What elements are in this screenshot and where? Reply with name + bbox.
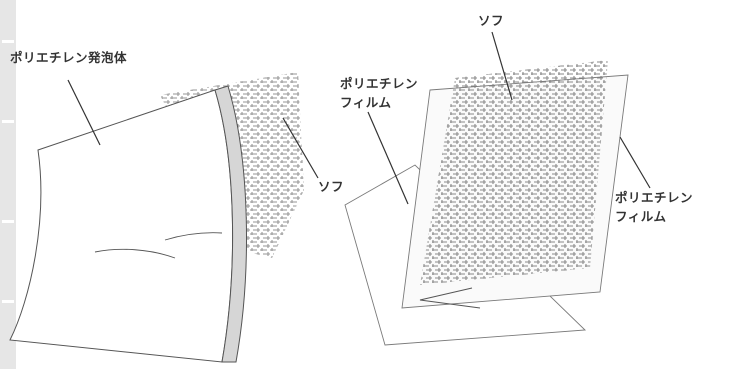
sofu-label-left: ソフ bbox=[318, 179, 345, 194]
foam-label: ポリエチレン発泡体 bbox=[10, 50, 128, 65]
foam-crease-1 bbox=[164, 232, 223, 241]
film-fold-line bbox=[419, 287, 481, 309]
foam-block bbox=[9, 89, 234, 363]
film-label-left-line1: ポリエチレン bbox=[340, 76, 419, 91]
right-mesh-sheet bbox=[420, 60, 608, 285]
film-label-right-line2: フィルム bbox=[615, 209, 667, 224]
foam-side-strip bbox=[214, 85, 247, 363]
sofu-label-top: ソフ bbox=[478, 13, 505, 28]
leader-lines bbox=[67, 31, 651, 205]
left-decorative-stripe bbox=[0, 0, 16, 369]
film-label-right-line1: ポリエチレン bbox=[615, 190, 694, 205]
foam-crease-2 bbox=[94, 248, 176, 259]
film-label-left-line2: フィルム bbox=[340, 95, 392, 110]
